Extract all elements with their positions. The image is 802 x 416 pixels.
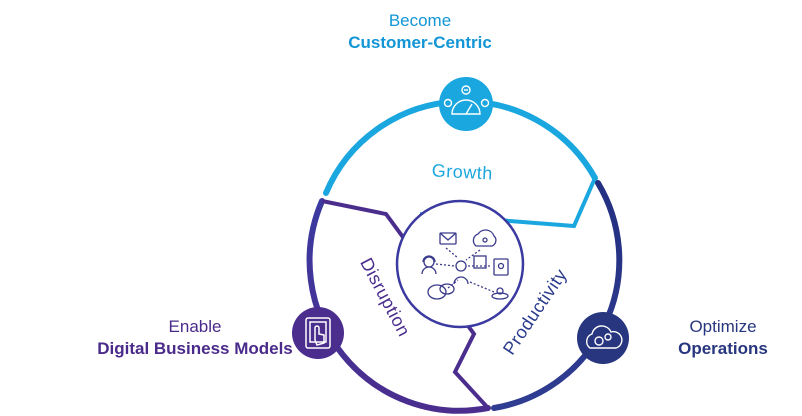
left-label: Enable Digital Business Models — [80, 316, 310, 360]
right-node — [577, 312, 629, 364]
growth-label: Growth — [431, 160, 493, 183]
top-label-line2: Customer-Centric — [348, 33, 492, 52]
top-label: Become Customer-Centric — [300, 10, 540, 54]
left-node — [292, 307, 344, 359]
customer-satisfaction-gauge-icon — [443, 85, 490, 115]
communication-network-icon — [421, 229, 509, 300]
left-label-line1: Enable — [168, 317, 222, 336]
right-label-line1: Optimize — [689, 317, 757, 336]
touch-tablet-icon — [305, 317, 331, 349]
top-node — [439, 77, 493, 131]
center-circle — [395, 199, 525, 329]
right-label: Optimize Operations — [648, 316, 798, 360]
disruption-segment-arc — [306, 198, 491, 414]
right-label-line2: Operations — [678, 339, 768, 358]
cloud-gears-icon — [586, 325, 623, 349]
left-label-line2: Digital Business Models — [97, 339, 293, 358]
top-label-line1: Become — [388, 11, 452, 30]
disruption-segment-divider — [321, 199, 490, 410]
